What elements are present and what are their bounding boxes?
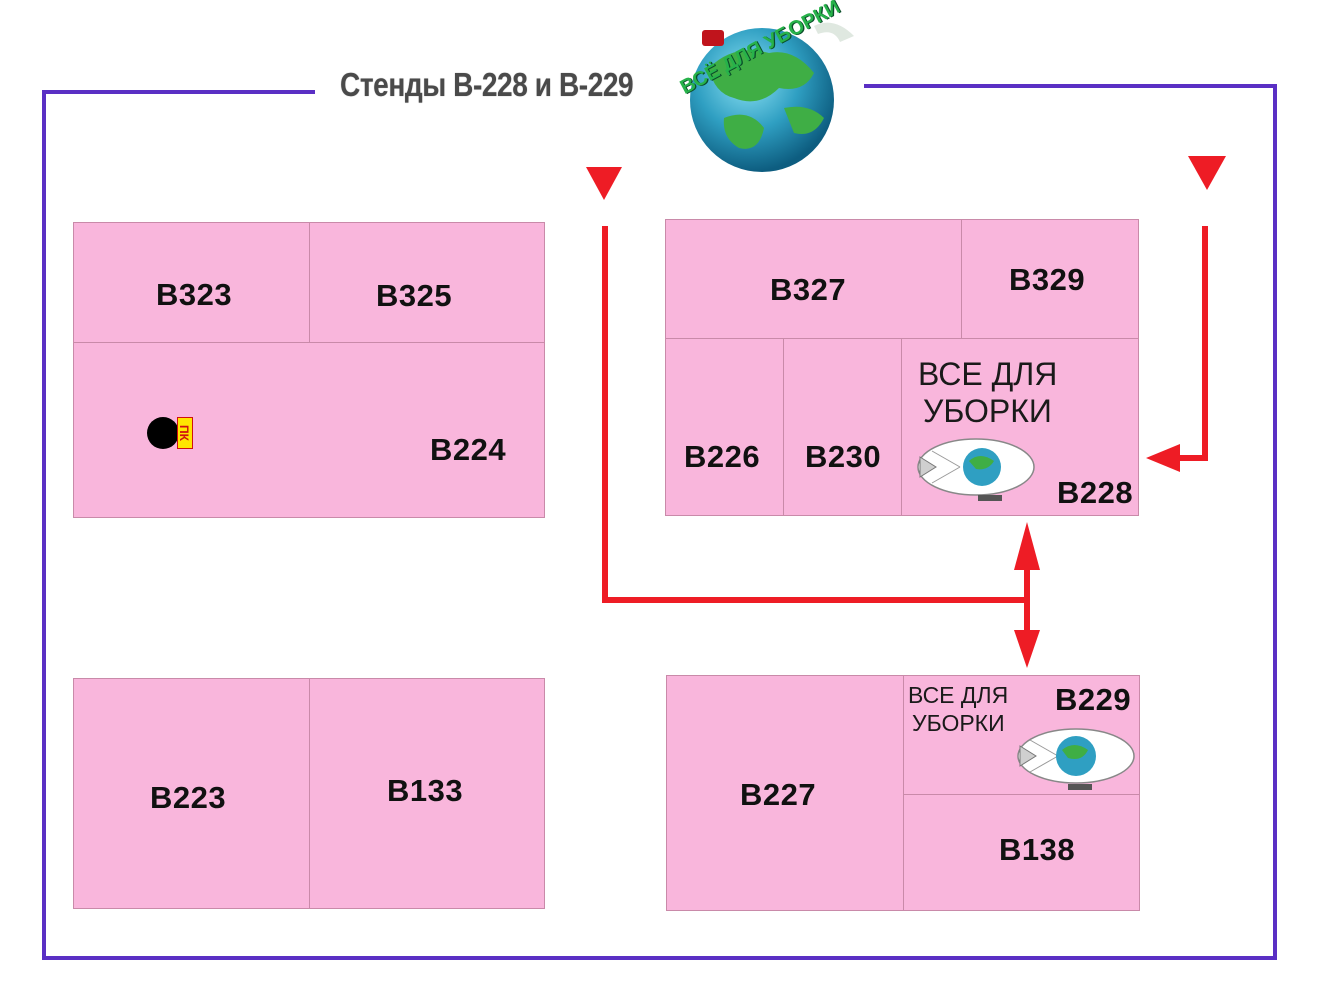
arrow-left-to-b228 xyxy=(1146,444,1180,472)
entrance-arrow-left xyxy=(586,167,622,200)
route-line-right xyxy=(1178,226,1208,461)
stand-b226: B226 xyxy=(665,338,784,516)
brand-logo: ВСЁ ДЛЯ УБОРКИ xyxy=(664,0,864,178)
stand-b325: B325 xyxy=(309,222,545,343)
stand-b138: B138 xyxy=(903,794,1140,911)
brand-name-line1: ВСЕ ДЛЯ xyxy=(918,356,1058,392)
stand-label: B229 xyxy=(1055,682,1132,717)
brand-name-line2: УБОРКИ xyxy=(912,710,1005,736)
stand-label: B138 xyxy=(999,832,1076,867)
stand-label: B323 xyxy=(156,277,233,312)
map-title: Стенды B-228 и B-229 xyxy=(340,66,634,103)
stand-label: B325 xyxy=(376,278,453,313)
route-line-left xyxy=(602,226,1027,603)
stand-label: B227 xyxy=(740,777,817,812)
stand-label: B223 xyxy=(150,780,227,815)
airship-icon xyxy=(1000,720,1140,803)
airship-icon xyxy=(912,431,1042,516)
brand-name-line1: ВСЕ ДЛЯ xyxy=(908,682,1009,708)
stand-b228: ВСЕ ДЛЯ УБОРКИ B228 xyxy=(901,338,1139,516)
entrance-arrow-right xyxy=(1188,156,1226,190)
stand-b329: B329 xyxy=(961,219,1139,339)
arrow-up-to-b228 xyxy=(1014,522,1040,570)
stand-b327: B327 xyxy=(665,219,962,339)
stand-b227: B227 xyxy=(666,675,904,911)
stand-label: B230 xyxy=(805,439,882,474)
arrow-down-to-b229 xyxy=(1014,630,1040,668)
stand-label: B228 xyxy=(1057,475,1134,510)
hall-border xyxy=(42,84,1277,960)
stand-label: B329 xyxy=(1009,262,1086,297)
brand-name-line2: УБОРКИ xyxy=(923,393,1052,429)
stand-b229: ВСЕ ДЛЯ УБОРКИ B229 xyxy=(903,675,1140,795)
stand-label: B224 xyxy=(430,432,507,467)
pk-marker-label: ПК xyxy=(177,417,193,449)
stand-b323: B323 xyxy=(73,222,310,343)
stand-b230: B230 xyxy=(783,338,902,516)
stand-label: B133 xyxy=(387,773,464,808)
pk-marker-dot xyxy=(147,417,179,449)
stand-b223: B223 xyxy=(73,678,310,909)
stand-b224: B224 ПК xyxy=(73,342,545,518)
stand-label: B327 xyxy=(770,272,847,307)
stand-label: B226 xyxy=(684,439,761,474)
stand-b133: B133 xyxy=(309,678,545,909)
